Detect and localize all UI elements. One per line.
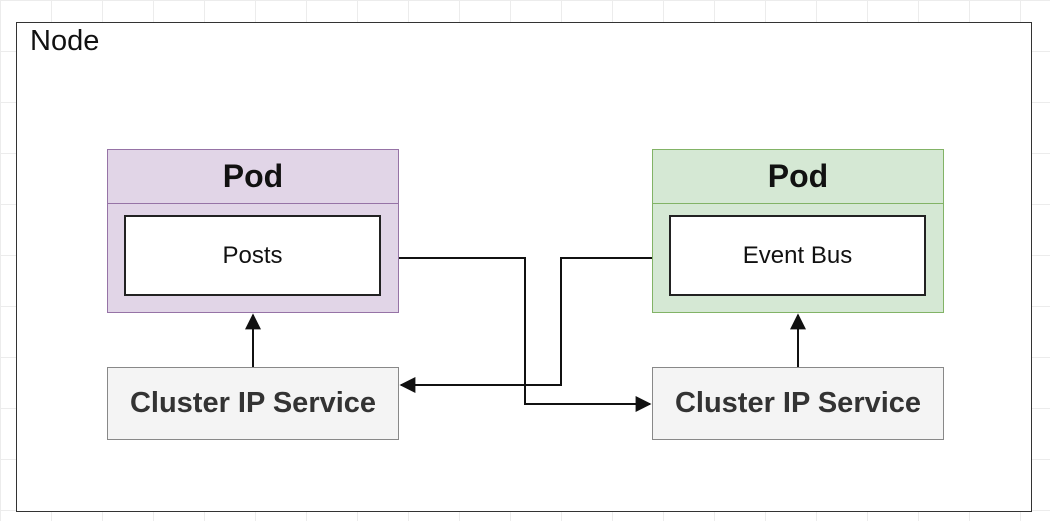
cluster-ip-service-event-bus-label: Cluster IP Service [674, 387, 922, 419]
cluster-ip-service-posts: Cluster IP Service [107, 367, 399, 440]
posts-box: Posts [124, 215, 381, 296]
pod-event-bus-header: Pod [653, 150, 943, 204]
pod-posts-header: Pod [108, 150, 398, 204]
posts-label: Posts [222, 241, 283, 269]
event-bus-label: Event Bus [742, 241, 853, 269]
event-bus-box: Event Bus [669, 215, 926, 296]
cluster-ip-service-event-bus: Cluster IP Service [652, 367, 944, 440]
node-label: Node [30, 25, 100, 57]
cluster-ip-service-posts-label: Cluster IP Service [129, 387, 377, 419]
